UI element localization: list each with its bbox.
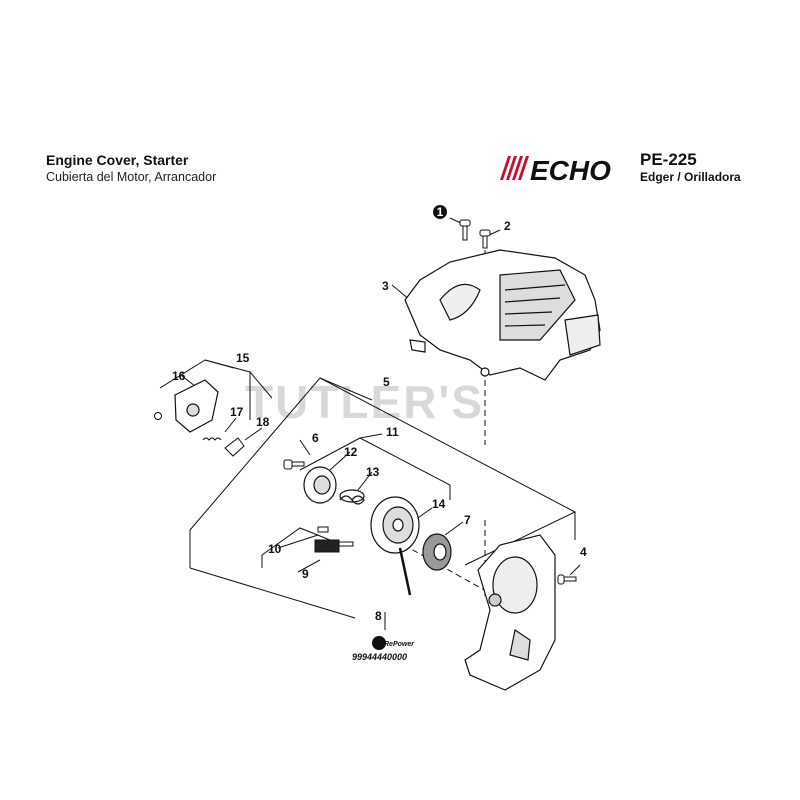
repower-logo-text: RePower [384,641,415,648]
starter-reel-part [370,496,420,554]
recoil-spring-part [339,489,365,505]
pulley-hub-part [303,466,337,504]
echo-logo: ECHO [500,155,611,186]
bracket-5 [189,377,577,566]
e-clip-icon [154,412,162,420]
callout-4: 4 [580,545,587,559]
callout-3: 3 [382,279,389,293]
pawl-18-icon [224,437,245,457]
callout-11: 11 [386,425,399,439]
engine-cover-part [404,249,601,381]
starter-handle-part [314,539,354,553]
starter-pawl-part [174,379,219,433]
callout-12: 12 [344,445,358,459]
callout-15: 15 [236,351,250,365]
callout-9: 9 [302,567,309,581]
callout-13: 13 [366,465,380,479]
bolt-icon-1 [459,219,471,241]
callout-7: 7 [464,513,471,527]
model-block: PE-225 Edger / Orilladora [640,150,741,185]
starter-rope [398,547,412,596]
callout-2: 2 [504,219,511,233]
watermark-text: TUTLER'S [245,376,484,428]
title-block: Engine Cover, Starter Cubierta del Motor… [46,152,216,185]
callout-5: 5 [383,375,390,389]
callout-14: 14 [432,497,446,511]
bracket-9-10 [261,527,331,556]
starter-housing-part [464,534,556,691]
callout-18: 18 [256,415,270,429]
brand-wordmark: ECHO [530,155,611,186]
screw-6-icon [283,459,305,470]
bracket-11 [299,437,451,500]
callout-1: 1 [437,205,444,219]
page-title: Engine Cover, Starter [46,152,189,168]
bolt-icon-2 [479,229,491,249]
callout-8: 8 [375,609,382,623]
callout-10: 10 [268,542,282,556]
repower-badge: RePower 99944440000 [352,636,415,662]
spring-17-icon [202,437,222,441]
model-description: Edger / Orilladora [640,170,741,184]
callout-16: 16 [172,369,186,383]
insert-10-icon [317,526,329,533]
callout-1-badge [433,205,447,219]
washer-7-part [422,533,452,571]
callout-17: 17 [230,405,244,419]
callout-6: 6 [312,431,319,445]
page-subtitle: Cubierta del Motor, Arrancador [46,170,217,184]
bolt-icon-4 [557,574,577,585]
repower-part-number: 99944440000 [352,652,407,662]
model-number: PE-225 [640,150,697,169]
